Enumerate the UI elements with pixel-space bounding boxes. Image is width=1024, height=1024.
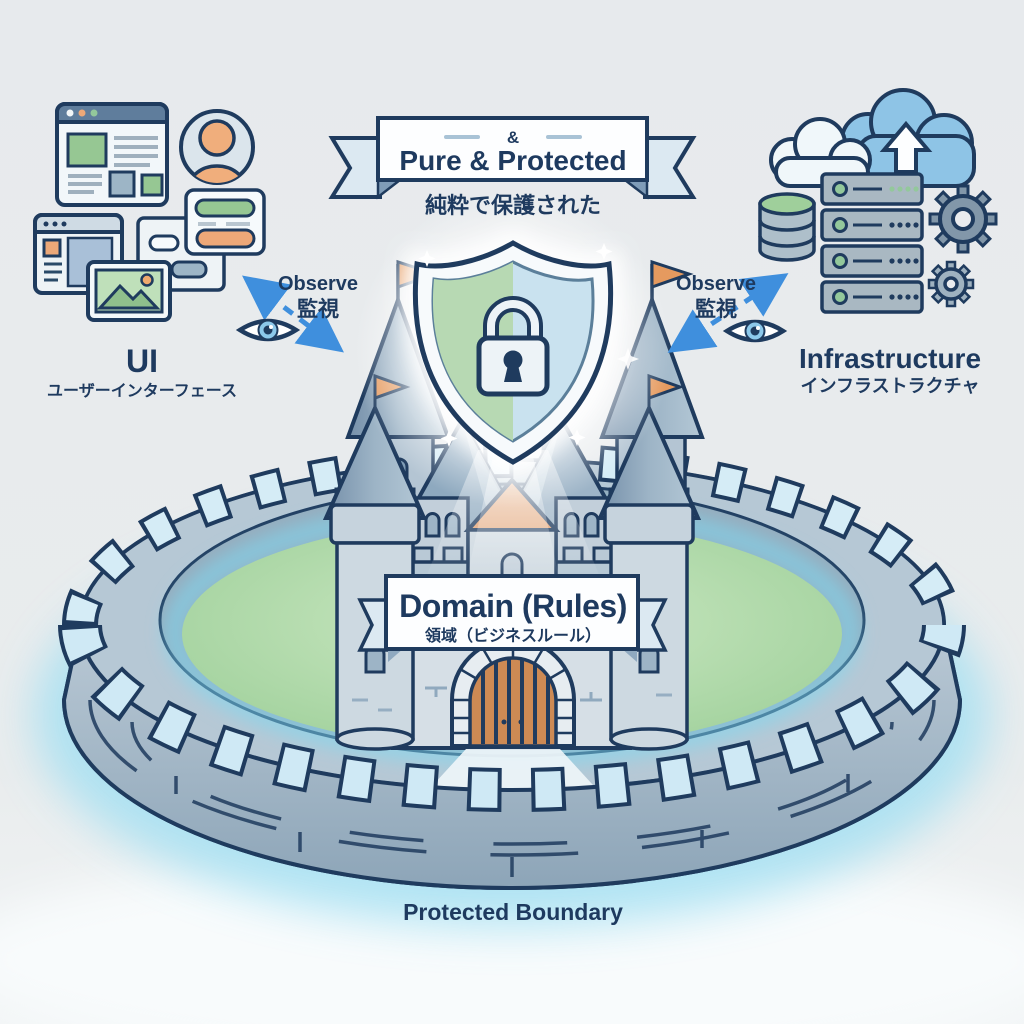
keyhole — [503, 350, 523, 370]
ui-label-ja: ユーザーインターフェース — [47, 382, 237, 400]
text-lines — [68, 136, 158, 194]
banner-title: Pure & Protected — [399, 145, 626, 176]
avatar-icon — [179, 109, 255, 185]
eye-icon — [235, 318, 301, 342]
gate-icon — [450, 637, 576, 748]
front-wall — [58, 624, 966, 890]
banner-box — [376, 116, 649, 182]
crown-band — [603, 503, 695, 545]
server-rack-icon — [820, 172, 924, 314]
boundary-label: Protected Boundary — [403, 899, 623, 925]
gear-icon-small — [927, 260, 975, 308]
arch-joints — [452, 639, 574, 735]
eye-icon — [722, 319, 788, 343]
database-icon — [758, 192, 816, 262]
ribbon-fold-left — [388, 648, 404, 662]
domain-subtitle-ja: 領域（ビジネスルール） — [425, 626, 601, 645]
deco-dash-right — [546, 135, 582, 139]
server-lights — [832, 181, 848, 305]
lock-icon — [476, 296, 550, 397]
chat-card-icon — [184, 188, 266, 256]
observe-label-ja: 監視 — [297, 297, 339, 321]
observe-left: Observe 監視 — [235, 273, 358, 353]
title-ribbon: & Pure & Protected 純粋で保護された — [328, 116, 697, 218]
observe-label-ja: 監視 — [695, 297, 737, 321]
sun — [140, 273, 154, 287]
banner-subtitle-ja: 純粋で保護された — [425, 193, 601, 218]
wall-bricks — [88, 699, 936, 877]
ui-cluster: UI ユーザーインターフェース — [33, 102, 266, 400]
upload-arrow — [879, 120, 933, 174]
deco-ampersand: & — [507, 128, 519, 147]
observe-label: Observe — [278, 273, 358, 295]
mountain — [96, 283, 161, 310]
domain-banner: Domain (Rules) 領域（ビジネスルール） — [357, 574, 668, 662]
browser-window-icon — [55, 102, 169, 207]
banner-box — [384, 574, 640, 651]
ribbon-fold-right — [621, 648, 637, 662]
infra-cluster: Infrastructure インフラストラクチャ — [758, 88, 998, 396]
deco-dash-left — [444, 135, 480, 139]
image-thumbnail-icon — [86, 260, 172, 322]
sparkles — [418, 243, 613, 447]
observe-arrow — [242, 275, 344, 353]
shield-icon — [355, 192, 671, 508]
gear-icon-large — [928, 184, 998, 254]
door-bars — [481, 658, 550, 744]
infra-label: Infrastructure — [799, 343, 981, 374]
observe-right: Observe 監視 — [667, 273, 789, 353]
crown-band — [329, 503, 421, 545]
infra-label-ja: インフラストラクチャ — [801, 376, 980, 396]
observe-label: Observe — [676, 273, 756, 295]
front-tower-right — [596, 373, 702, 751]
domain-title: Domain (Rules) — [399, 588, 627, 624]
ui-label: UI — [126, 343, 158, 379]
